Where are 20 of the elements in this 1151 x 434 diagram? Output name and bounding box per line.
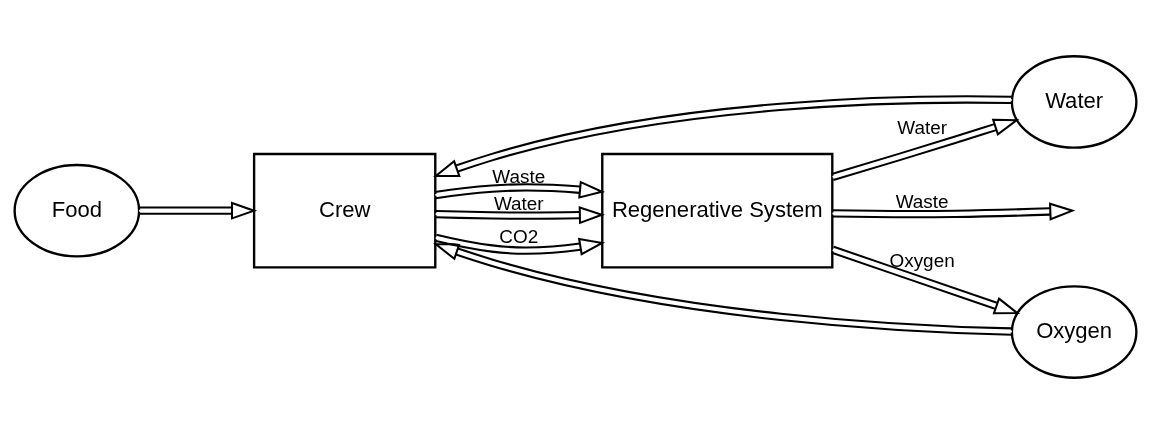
- arrow: [831, 118, 1020, 182]
- arrow: [831, 245, 1021, 315]
- arrow: [434, 180, 606, 200]
- node-ellipse: Oxygen: [1010, 285, 1138, 379]
- edge-label: Water: [897, 117, 947, 139]
- edge-label: Oxygen: [889, 249, 955, 271]
- edge-label: Waste: [895, 191, 949, 213]
- edge-label: Waste: [492, 166, 546, 188]
- arrow: [434, 233, 606, 256]
- node-box: Regenerative System: [601, 152, 834, 269]
- edge-label: Water: [493, 193, 544, 215]
- arrow: [832, 202, 1076, 221]
- node-ellipse: Food: [13, 163, 141, 258]
- node-box: Crew: [252, 152, 437, 269]
- edge-label: CO2: [499, 226, 539, 248]
- arrow: [435, 206, 605, 225]
- arrow: [432, 95, 1012, 177]
- node-ellipse: Water: [1010, 55, 1138, 149]
- arrow: [433, 243, 1012, 336]
- arrow: [139, 201, 258, 220]
